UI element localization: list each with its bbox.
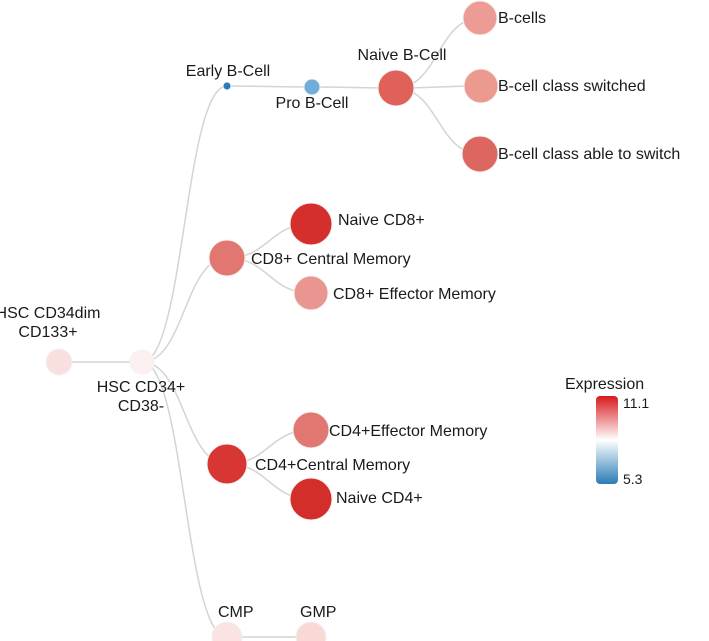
node-label-pro_b: Pro B-Cell [276, 95, 349, 112]
node-label-line: Naive CD4+ [336, 490, 423, 507]
node-label-cd4_em: CD4+Effector Memory [329, 423, 487, 440]
node-early_b[interactable] [222, 81, 232, 91]
node-label-line: Naive CD8+ [338, 212, 425, 229]
node-cd4_cm[interactable] [206, 443, 248, 485]
node-pro_b[interactable] [303, 78, 321, 96]
legend-max-label: 11.1 [623, 395, 649, 411]
node-label-early_b: Early B-Cell [186, 63, 270, 80]
node-gmp[interactable] [295, 621, 327, 641]
node-label-line: B-cell class able to switch [498, 146, 680, 163]
node-label-line: CD4+Central Memory [255, 457, 410, 474]
node-label-line: Early B-Cell [186, 63, 270, 80]
node-label-cmp: CMP [218, 604, 254, 621]
node-label-gmp: GMP [300, 604, 336, 621]
node-label-b_cells: B-cells [498, 10, 546, 27]
legend-min-label: 5.3 [623, 471, 643, 487]
node-label-line: GMP [300, 604, 336, 621]
node-label-cd4_cm: CD4+Central Memory [255, 457, 410, 474]
node-label-naive_cd8: Naive CD8+ [338, 212, 425, 229]
node-b_able[interactable] [461, 135, 499, 173]
node-label-cd8_cm: CD8+ Central Memory [251, 251, 411, 268]
legend-title: Expression [565, 376, 644, 393]
node-cd4_em[interactable] [292, 411, 330, 449]
node-b_cells[interactable] [462, 0, 498, 36]
node-cmp[interactable] [211, 621, 243, 641]
edge-hsc_cd34-cd8_cm [141, 257, 228, 363]
node-b_switched[interactable] [463, 68, 499, 104]
node-label-b_switched: B-cell class switched [498, 78, 646, 95]
node-cd8_em[interactable] [293, 275, 329, 311]
node-label-b_able: B-cell class able to switch [498, 146, 680, 163]
node-label-line: CD38- [118, 398, 164, 415]
node-hsc_cd34[interactable] [129, 349, 155, 375]
edge-hsc_cd34-cmp [141, 361, 228, 638]
node-label-naive_cd4: Naive CD4+ [336, 490, 423, 507]
node-label-line: B-cell class switched [498, 78, 646, 95]
node-label-line: HSC CD34+ [97, 379, 185, 396]
expression-legend: Expression 11.1 5.3 [565, 376, 649, 487]
node-label-line: CD133+ [18, 324, 77, 341]
edge-early_b-pro_b [226, 85, 313, 88]
node-label-line: CD8+ Central Memory [251, 251, 411, 268]
node-label-line: Naive B-Cell [358, 47, 447, 64]
node-label-line: Pro B-Cell [276, 95, 349, 112]
legend-color-bar [596, 396, 618, 484]
tree-nodes [45, 0, 499, 641]
node-cd8_cm[interactable] [208, 239, 246, 277]
edge-hsc_cd34-early_b [141, 85, 228, 363]
node-label-line: B-cells [498, 10, 546, 27]
node-label-naive_b: Naive B-Cell [358, 47, 447, 64]
node-label-line: CD4+Effector Memory [329, 423, 487, 440]
node-naive_cd8[interactable] [289, 202, 333, 246]
node-label-cd8_em: CD8+ Effector Memory [333, 286, 496, 303]
node-label-hsc_cd34: HSC CD34+ CD38- [97, 379, 185, 415]
node-hsc_cd34dim[interactable] [45, 348, 73, 376]
node-naive_cd4[interactable] [289, 477, 333, 521]
node-label-line: HSC CD34dim [0, 305, 100, 322]
node-naive_b[interactable] [377, 69, 415, 107]
tree-edges [58, 17, 482, 638]
node-label-line: CD8+ Effector Memory [333, 286, 496, 303]
node-label-line: CMP [218, 604, 254, 621]
